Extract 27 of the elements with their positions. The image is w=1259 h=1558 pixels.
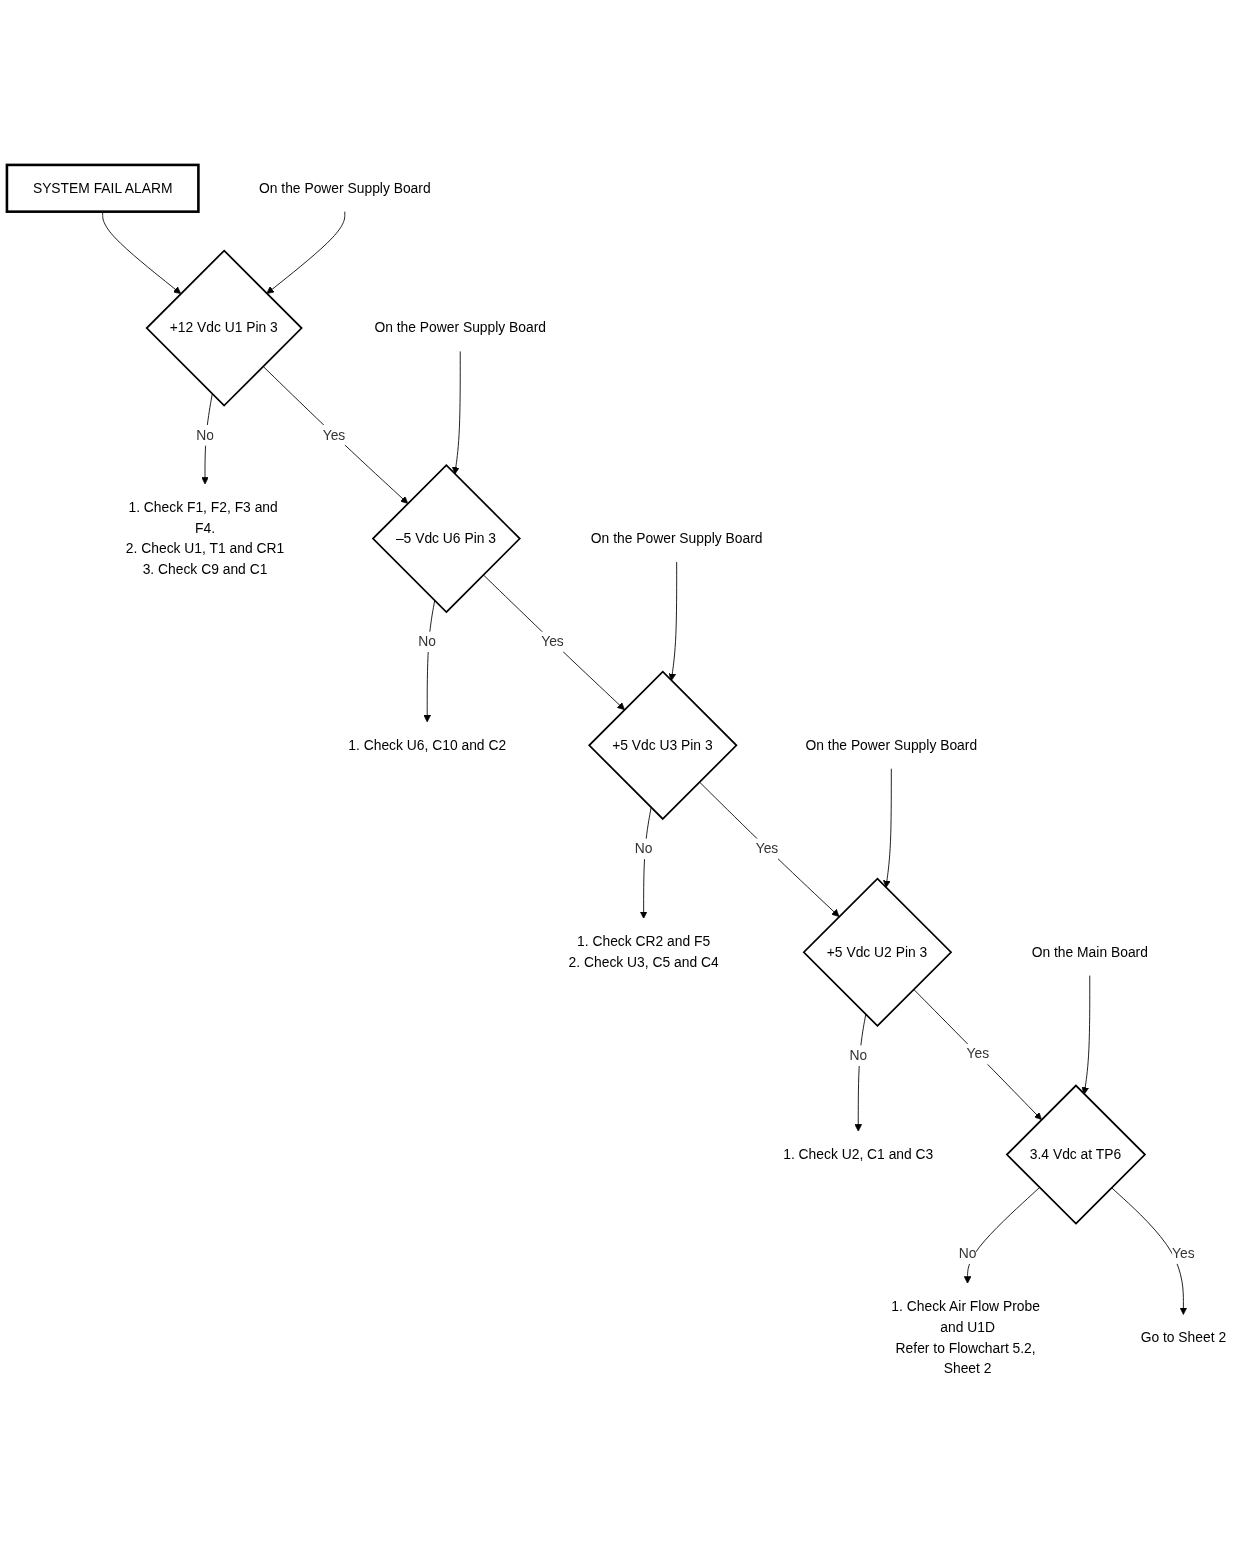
node-diamond: 3.4 Vdc at TP6 [1005, 1084, 1147, 1226]
node-text: On the Main Board [1031, 944, 1148, 960]
edge-label: No [634, 841, 653, 857]
edge-label: Yes [1172, 1246, 1195, 1261]
edge-label: No [958, 1246, 977, 1261]
node-diamond: +5 Vdc U3 Pin 3 [588, 670, 738, 821]
node-text: 1. Check Air Flow Probe and U1D Refer to Flowchart 5.2, Sheet 2 [891, 1299, 1040, 1377]
edge-label: Yes [322, 427, 346, 443]
edge-label: No [849, 1048, 868, 1063]
node-text: On the Power Supply Board [805, 737, 978, 753]
node-text: Go to Sheet 2 [1140, 1330, 1227, 1346]
node-text: On the Power Supply Board [590, 531, 763, 546]
edge-label: No [418, 634, 437, 650]
node-text: On the Power Supply Board [374, 320, 547, 336]
node-text: 1. Check F1, F2, F3 and F4. 2. Check U1, T1 and CR1 3. Check C9 and C1 [125, 500, 285, 578]
node-text: On the Power Supply Board [258, 180, 431, 196]
node-text: 1. Check CR2 and F5 2. Check U3, C5 and C4 [568, 934, 719, 970]
node-diamond: +12 Vdc U1 Pin 3 [145, 249, 303, 408]
edge-label: Yes [755, 841, 779, 857]
edge-label: No [196, 427, 214, 443]
node-text: 1. Check U2, C1 and C3 [783, 1147, 934, 1162]
node-diamond: +5 Vdc U2 Pin 3 [802, 877, 953, 1028]
edge-label: Yes [541, 634, 564, 650]
node-diamond: –5 Vdc U6 Pin 3 [371, 464, 521, 614]
node-text: 1. Check U6, C10 and C2 [348, 737, 507, 753]
node-box: SYSTEM FAIL ALARM [5, 163, 200, 214]
edge-label: Yes [966, 1046, 990, 1062]
